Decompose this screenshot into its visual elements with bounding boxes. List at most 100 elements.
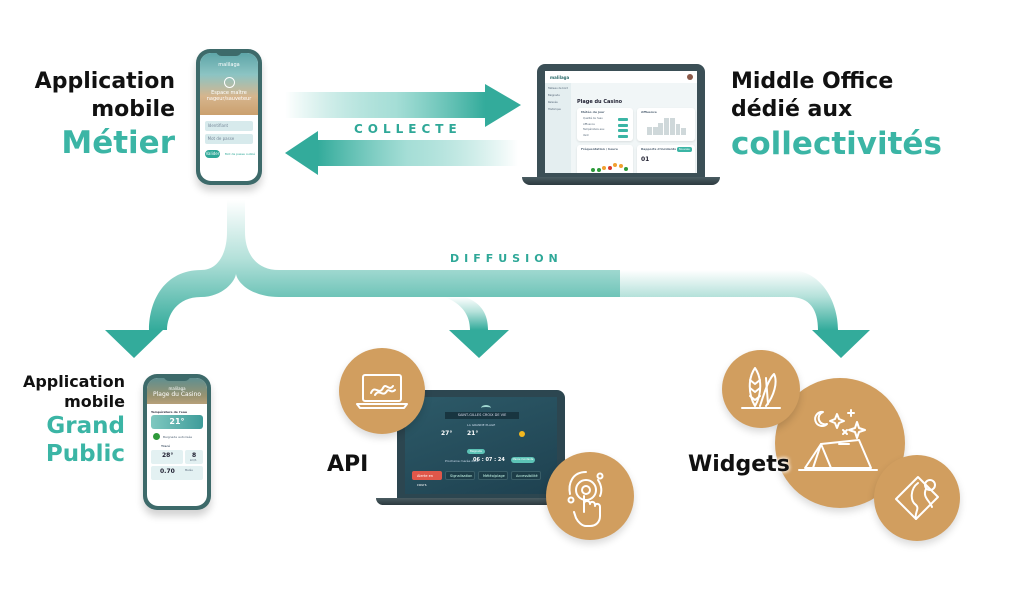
api-laptop-base (376, 498, 576, 505)
api-touch-circle (546, 452, 634, 540)
tide-label: Marée (185, 469, 193, 472)
mo-nav-item[interactable]: Relevés (548, 101, 558, 104)
lifebuoy-icon (223, 77, 235, 88)
gp-highlight1: Grand (46, 413, 125, 439)
api-timer-label: Prochaine marée dans (445, 459, 479, 463)
mo-dot (602, 165, 606, 170)
air-temp-card: 28° (151, 450, 183, 464)
mo-card-row: Vent (583, 133, 589, 137)
api-alert-button[interactable]: Alerte en cours (412, 471, 442, 487)
mo-dot (613, 163, 617, 167)
mo-card-row: Affluence (583, 122, 595, 126)
phone-public-hero: malilaga Plage du Casino (147, 378, 207, 404)
collect-label: COLLECTE (354, 122, 462, 136)
mo-histogram-bar (675, 124, 681, 135)
mo-dot (596, 167, 601, 172)
identifier-field[interactable]: Identifiant (204, 121, 254, 131)
mo-histogram-bar (647, 126, 652, 135)
mo-nav-item[interactable]: Historique (548, 108, 561, 111)
mo-card-row: Température eau (583, 128, 605, 131)
touch-icon (567, 471, 604, 527)
air-temp-value: 28° (162, 452, 174, 459)
status-text: Tracé (161, 444, 171, 448)
diffusion-arrowhead-center (449, 330, 509, 358)
mo-dot (618, 164, 623, 168)
mo-nav-item[interactable]: Baignade (548, 94, 560, 97)
uv-card: 0.70 Marée (151, 466, 203, 480)
mo-highlight: collectivités (731, 126, 942, 162)
metier-highlight: Métier (61, 125, 175, 161)
mo-topbar: malilaga (545, 71, 697, 83)
mo-card-title: Météo du jour (581, 110, 605, 114)
mo-sidebar: Tableau de bord Baignade Relevés Histori… (545, 83, 571, 173)
api-water-temp: 21° (467, 430, 479, 437)
mo-avatar[interactable] (687, 74, 693, 80)
api-laptop-circle (339, 348, 425, 434)
middle-office-title: Middle Office dédié aux collectivités (731, 68, 942, 164)
section-water-temp: Température de l'eau (151, 410, 187, 414)
mo-histogram-bar (664, 117, 670, 135)
phone-metier-hero-title: Espace maître nageur/sauveteur (206, 90, 252, 102)
middle-office-laptop-base (522, 177, 720, 185)
api-signal-button[interactable]: Signalisation (445, 471, 475, 480)
widget-map-circle (874, 455, 960, 541)
mo-histogram-bar (681, 127, 687, 135)
api-label: API (327, 452, 369, 477)
phone-metier: malilaga Espace maître nageur/sauveteur … (196, 49, 262, 185)
gp-line2: mobile (64, 392, 125, 411)
api-timer-badge[interactable]: Marée montante (511, 457, 535, 463)
api-air-temp: 27° (441, 430, 453, 437)
metier-line1: Application (34, 69, 175, 94)
api-weather-button[interactable]: Météo/plage (478, 471, 508, 480)
sun-icon (519, 431, 525, 437)
mo-histogram-bar (669, 117, 675, 135)
gp-line1: Application (22, 372, 125, 391)
mo-card-row-badge (618, 123, 628, 127)
api-subtitle: LA GRANDE PLAGE (467, 423, 496, 427)
api-pill[interactable]: Baignade (467, 449, 485, 454)
api-location: SAINT-GILLES CROIX DE VIE (457, 413, 507, 417)
laptop-waves-icon (356, 374, 408, 409)
widget-surf-circle (722, 350, 800, 428)
mo-dot-chart (583, 159, 629, 173)
forgot-password-link[interactable]: Mot de passe oublié (224, 152, 255, 156)
water-temp-card: 21° (151, 415, 203, 429)
mo-card-affluence: Affluence (637, 108, 695, 141)
mo-line2: dédié aux (731, 97, 853, 122)
api-dashboard-screen: SAINT-GILLES CROIX DE VIE LA GRANDE PLAG… (405, 397, 557, 494)
wind-unit: km/h (190, 459, 197, 462)
wind-card: 8 km/h (185, 450, 203, 464)
api-laptop: SAINT-GILLES CROIX DE VIE LA GRANDE PLAG… (397, 390, 565, 498)
mo-card-badge[interactable]: Nouveau (676, 147, 692, 152)
diffusion-label: DIFFUSION (450, 252, 563, 265)
validate-button[interactable]: Valider (205, 150, 220, 158)
tent-night-icon (798, 409, 878, 471)
mo-histogram-bar (652, 126, 658, 135)
mo-card-value: 01 (641, 156, 650, 163)
mo-card-row-badge (618, 129, 628, 132)
api-access-button[interactable]: Accessibilité (511, 471, 541, 480)
phone-grand-public: malilaga Plage du Casino Température de … (143, 374, 211, 510)
mo-dot (591, 168, 595, 172)
mo-histogram (647, 117, 687, 135)
collect-arrow-left (285, 131, 518, 175)
api-location-select[interactable]: SAINT-GILLES CROIX DE VIE (445, 412, 519, 419)
mo-card-title: Affluence (641, 110, 657, 114)
surfboards-icon (741, 367, 781, 409)
mo-card-title: Fréquentation / heure (581, 147, 618, 151)
gp-highlight2: Public (45, 441, 125, 467)
map-pin-icon (895, 476, 939, 520)
grand-public-title: Application mobile Grand Public (0, 372, 125, 468)
mo-card-row: Qualité de l'eau (583, 117, 603, 120)
mo-dot (607, 166, 612, 170)
mo-nav-item[interactable]: Tableau de bord (548, 87, 568, 90)
mo-card-frequentation: Fréquentation / heure (577, 145, 633, 173)
api-timer: 06 : 07 : 24 (473, 457, 505, 463)
mo-card-title: Rapports d'incidents (641, 147, 677, 151)
metier-title: Application mobile Métier (0, 68, 175, 162)
password-field[interactable]: Mot de passe (204, 134, 254, 144)
mo-page-title: Plage du Casino (577, 99, 623, 105)
middle-office-screen: malilaga Tableau de bord Baignade Relevé… (545, 71, 697, 173)
